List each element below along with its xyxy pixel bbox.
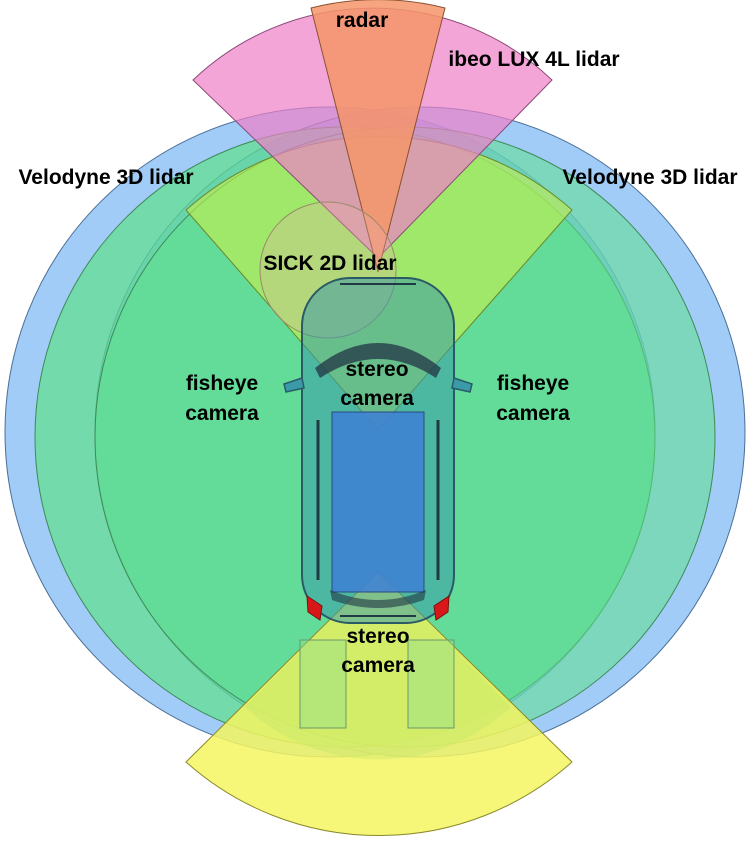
radar-coverage [310,0,446,273]
label-stereo-rear-line1: stereo [346,625,409,648]
label-fisheye-left-line1: fisheye [186,372,258,395]
stereo-rear-overlap [245,572,511,760]
tail-light-right [433,595,450,621]
stereo-rear-coverage [185,571,573,837]
fisheye-left-rear-patch [299,639,347,729]
label-stereo-front-line2: camera [340,387,414,410]
label-fisheye-left-line2: camera [185,402,259,425]
label-velodyne-left: Velodyne 3D lidar [18,166,193,189]
fisheye-right-rear-patch [407,639,455,729]
tail-light-left [306,595,323,621]
label-fisheye-right-line2: camera [496,402,570,425]
side-mirror-left [283,377,305,393]
label-sick-lidar: SICK 2D lidar [263,252,396,275]
rear-window [330,590,426,608]
label-fisheye-right-line1: fisheye [497,372,569,395]
side-mirror-right [451,377,473,393]
car-roof [331,411,425,593]
windshield [315,343,441,378]
label-stereo-front-line1: stereo [345,358,408,381]
label-stereo-rear-line2: camera [341,654,415,677]
car-top-view [283,277,473,624]
label-velodyne-right: Velodyne 3D lidar [562,166,737,189]
label-ibeo-lidar: ibeo LUX 4L lidar [448,48,619,71]
label-radar: radar [336,9,389,32]
